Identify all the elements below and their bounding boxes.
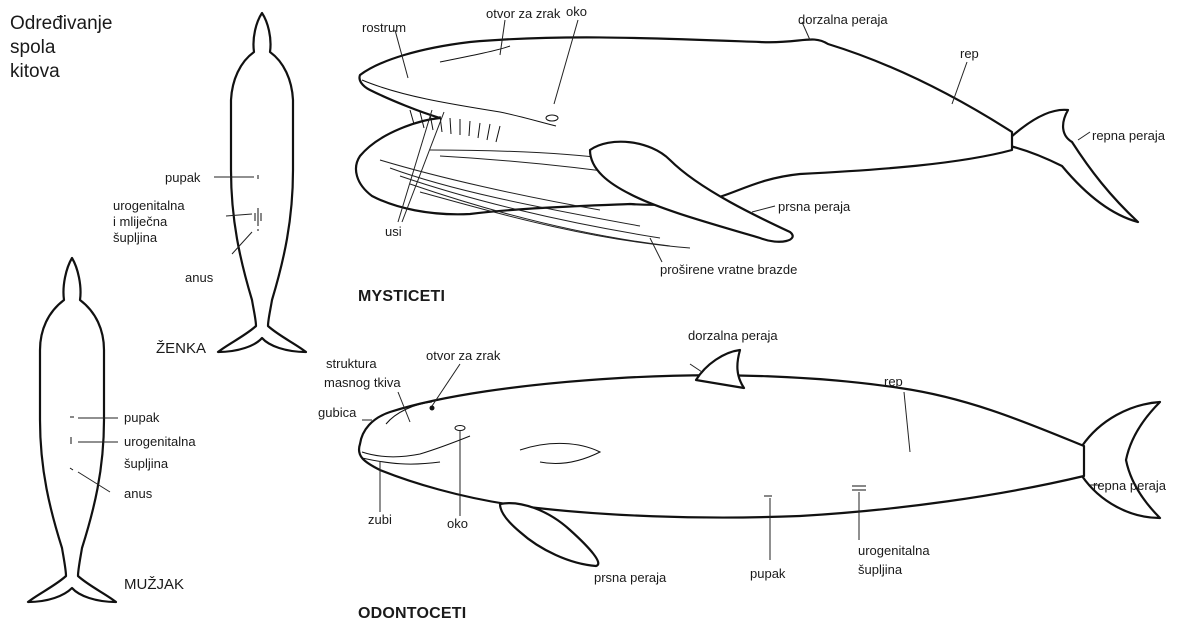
odontoceti-label-pupak: pupak <box>750 566 785 582</box>
odontoceti-label-rep: rep <box>884 374 903 390</box>
odontoceti-label-prsna: prsna peraja <box>594 570 666 586</box>
female-caption: ŽENKA <box>156 340 206 357</box>
title-line: spola <box>10 36 112 60</box>
male-label-urogenital: urogenitalna <box>124 434 196 450</box>
odontoceti-label-urogenital: šupljina <box>858 562 902 578</box>
odontoceti-label-zubi: zubi <box>368 512 392 528</box>
odontoceti-label-struktura: masnog tkiva <box>324 375 401 391</box>
odontoceti-heading: ODONTOCETI <box>358 605 466 623</box>
mysticeti-label-repna: repna peraja <box>1092 128 1165 144</box>
mysticeti-label-oko: oko <box>566 4 587 20</box>
mysticeti-label-otvor: otvor za zrak <box>486 6 560 22</box>
female-label-urogenital: urogenitalna <box>113 198 185 214</box>
female-label-anus: anus <box>185 270 213 286</box>
title-line: kitova <box>10 60 112 84</box>
odontoceti-label-dorzalna: dorzalna peraja <box>688 328 778 344</box>
odontoceti-label-gubica: gubica <box>318 405 356 421</box>
mysticeti-label-rostrum: rostrum <box>362 20 406 36</box>
male-whale-outline <box>28 258 116 602</box>
female-label-urogenital: i mliječna <box>113 214 167 230</box>
female-whale-outline <box>218 13 306 352</box>
female-label-urogenital: šupljina <box>113 230 157 246</box>
odontoceti-label-repna: repna peraja <box>1093 478 1166 494</box>
male-label-pupak: pupak <box>124 410 159 426</box>
male-label-urogenital: šupljina <box>124 456 168 472</box>
odontoceti-label-urogenital: urogenitalna <box>858 543 930 559</box>
mysticeti-label-brazde: proširene vratne brazde <box>660 262 797 278</box>
odontoceti-label-struktura: struktura <box>326 356 377 372</box>
odontoceti-whale-drawing <box>359 350 1160 566</box>
mysticeti-heading: MYSTICETI <box>358 288 445 306</box>
title-line: Određivanje <box>10 12 112 36</box>
mysticeti-label-usi: usi <box>385 224 402 240</box>
odontoceti-label-oko: oko <box>447 516 468 532</box>
mysticeti-whale-drawing <box>356 37 1138 248</box>
mysticeti-label-prsna: prsna peraja <box>778 199 850 215</box>
mysticeti-label-dorzalna: dorzalna peraja <box>798 12 888 28</box>
male-label-anus: anus <box>124 486 152 502</box>
diagram-title: Određivanje spola kitova <box>10 12 112 84</box>
odontoceti-label-otvor: otvor za zrak <box>426 348 500 364</box>
female-label-pupak: pupak <box>165 170 200 186</box>
mysticeti-label-rep: rep <box>960 46 979 62</box>
male-caption: MUŽJAK <box>124 576 184 593</box>
